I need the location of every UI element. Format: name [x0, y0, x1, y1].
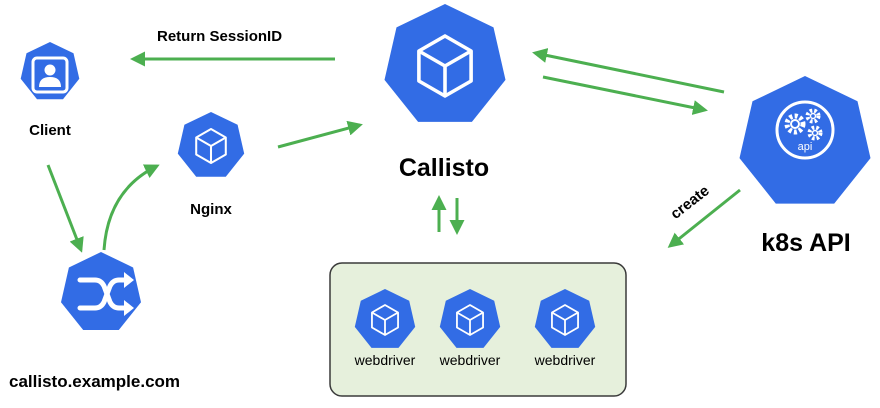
webdriver-label: webdriver [534, 352, 596, 368]
callisto-node [384, 4, 506, 122]
arrow-callisto-to-k8s [542, 75, 708, 115]
return-sessionid-label: Return SessionID [157, 28, 283, 45]
domain-label: callisto.example.com [9, 372, 181, 391]
k8s-api-label: k8s API [761, 229, 851, 257]
shuffle-arrowhead [124, 300, 134, 316]
user-card-icon [31, 56, 69, 94]
gears-api-icon: api [775, 100, 835, 160]
webdriver-label: webdriver [439, 352, 501, 368]
nginx-label: Nginx [190, 201, 232, 218]
arrow-nginx-to-callisto [277, 120, 363, 149]
shuffle-arrowhead [124, 272, 134, 288]
load-balancer-node [61, 252, 141, 330]
callisto-label: Callisto [398, 154, 490, 182]
arrow-client-to-lb [46, 164, 84, 253]
arrow-k8s-to-callisto [532, 48, 725, 94]
webdriver-node-3 [534, 289, 596, 348]
svg-text:api: api [798, 141, 813, 153]
nginx-node [177, 112, 245, 177]
client-label: Client [29, 122, 71, 139]
webdriver-node-1 [354, 289, 416, 348]
arrow-k8s-create [667, 188, 741, 248]
arrow-lb-to-nginx [102, 164, 160, 251]
webdriver-node-2 [439, 289, 501, 348]
webdriver-label: webdriver [354, 352, 416, 368]
k8s-api-node [739, 76, 871, 204]
shuffle-icon [77, 277, 129, 311]
